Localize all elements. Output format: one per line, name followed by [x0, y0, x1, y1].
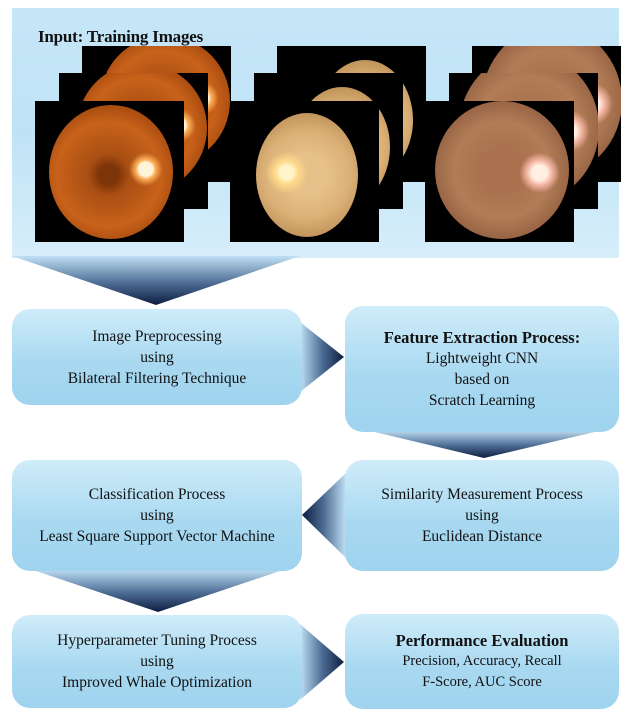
input-panel: Input: Training Images [12, 8, 619, 258]
arrow-right-2 [300, 624, 344, 700]
fundus-image [230, 101, 379, 242]
similarity-line-3: Euclidean Distance [345, 526, 619, 547]
tuning-box: Hyperparameter Tuning Process using Impr… [12, 615, 302, 708]
classification-line-3: Least Square Support Vector Machine [12, 526, 302, 547]
similarity-line-2: using [345, 505, 619, 526]
evaluation-line-1: Precision, Accuracy, Recall [345, 651, 619, 672]
preprocessing-line-1: Image Preprocessing [12, 326, 302, 347]
classification-box: Classification Process using Least Squar… [12, 460, 302, 571]
tuning-line-2: using [12, 651, 302, 672]
feature-extraction-line-3: Scratch Learning [345, 390, 619, 411]
preprocessing-box: Image Preprocessing using Bilateral Filt… [12, 309, 302, 405]
feature-extraction-line-2: based on [345, 369, 619, 390]
arrow-left-1 [302, 473, 346, 558]
fundus-image [425, 101, 574, 242]
arrow-down-2 [366, 430, 603, 458]
evaluation-heading: Performance Evaluation [345, 630, 619, 651]
similarity-box: Similarity Measurement Process using Euc… [345, 460, 619, 571]
evaluation-box: Performance Evaluation Precision, Accura… [345, 614, 619, 709]
feature-extraction-box: Feature Extraction Process: Lightweight … [345, 306, 619, 432]
feature-extraction-line-1: Lightweight CNN [345, 348, 619, 369]
arrow-right-1 [300, 322, 344, 392]
similarity-line-1: Similarity Measurement Process [345, 484, 619, 505]
evaluation-line-2: F-Score, AUC Score [345, 672, 619, 693]
classification-line-2: using [12, 505, 302, 526]
fundus-image [35, 101, 184, 242]
arrow-down-1 [12, 256, 300, 305]
feature-extraction-heading: Feature Extraction Process: [345, 327, 619, 348]
tuning-line-3: Improved Whale Optimization [12, 672, 302, 693]
arrow-down-3 [30, 569, 286, 612]
input-title: Input: Training Images [38, 27, 203, 47]
preprocessing-line-2: using [12, 347, 302, 368]
classification-line-1: Classification Process [12, 484, 302, 505]
preprocessing-line-3: Bilateral Filtering Technique [12, 368, 302, 389]
tuning-line-1: Hyperparameter Tuning Process [12, 630, 302, 651]
